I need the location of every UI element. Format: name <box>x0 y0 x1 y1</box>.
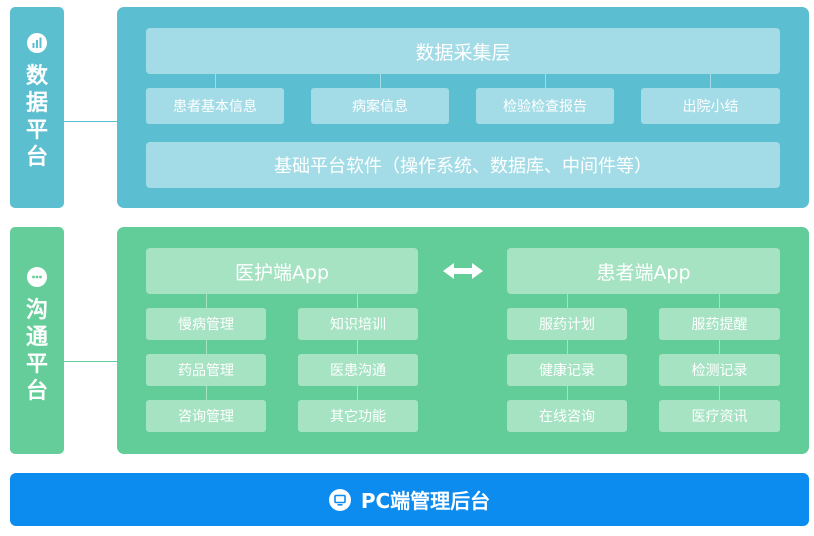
connector <box>357 340 358 354</box>
connector <box>357 294 358 308</box>
doctor-app-header: 医护端App <box>146 248 418 294</box>
data-platform-side: 数据平台 <box>10 7 64 208</box>
patient-item-test-record: 检测记录 <box>659 354 780 386</box>
doctor-item-doctor-patient-comm: 医患沟通 <box>298 354 418 386</box>
pc-backend-bar: PC端管理后台 <box>10 473 809 526</box>
data-item-lab-report: 检验检查报告 <box>476 88 614 124</box>
connector <box>710 74 711 88</box>
connector <box>719 294 720 308</box>
doctor-item-chronic-disease: 慢病管理 <box>146 308 266 340</box>
comm-platform-label: 沟通平台 <box>25 298 48 404</box>
data-item-discharge-summary: 出院小结 <box>641 88 780 124</box>
patient-item-medication-reminder: 服药提醒 <box>659 308 780 340</box>
patient-item-health-record: 健康记录 <box>507 354 627 386</box>
comm-side-connector <box>64 361 117 362</box>
data-platform-label: 数据平台 <box>25 64 48 170</box>
doctor-item-other: 其它功能 <box>298 400 418 432</box>
data-collection-layer: 数据采集层 <box>146 28 780 74</box>
comm-platform-panel: 医护端App 慢病管理 知识培训 药品管理 医患沟通 咨询管理 其它功能 患者端… <box>117 227 809 454</box>
connector <box>719 386 720 400</box>
data-platform-panel: 数据采集层 患者基本信息 病案信息 检验检查报告 出院小结 基础平台软件（操作系… <box>117 7 809 208</box>
bar-chart-icon <box>27 33 47 53</box>
pc-backend-label: PC端管理后台 <box>360 489 491 513</box>
connector <box>206 294 207 308</box>
comm-platform-side: 沟通平台 <box>10 227 64 454</box>
patient-item-online-consult: 在线咨询 <box>507 400 627 432</box>
connector <box>567 340 568 354</box>
doctor-item-training: 知识培训 <box>298 308 418 340</box>
patient-app-header: 患者端App <box>507 248 780 294</box>
chat-icon <box>27 267 47 287</box>
connector <box>357 386 358 400</box>
data-item-patient-info: 患者基本信息 <box>146 88 284 124</box>
connector <box>719 340 720 354</box>
double-arrow-icon <box>443 261 483 281</box>
connector <box>206 340 207 354</box>
doctor-item-drug-management: 药品管理 <box>146 354 266 386</box>
doctor-item-consult-management: 咨询管理 <box>146 400 266 432</box>
monitor-icon <box>328 488 351 511</box>
base-platform-software: 基础平台软件（操作系统、数据库、中间件等） <box>146 142 780 188</box>
data-side-connector <box>64 121 117 122</box>
data-item-medical-record: 病案信息 <box>311 88 449 124</box>
connector <box>545 74 546 88</box>
connector <box>567 294 568 308</box>
connector <box>206 386 207 400</box>
connector <box>567 386 568 400</box>
patient-item-medical-news: 医疗资讯 <box>659 400 780 432</box>
connector <box>215 74 216 88</box>
connector <box>380 74 381 88</box>
patient-item-medication-plan: 服药计划 <box>507 308 627 340</box>
